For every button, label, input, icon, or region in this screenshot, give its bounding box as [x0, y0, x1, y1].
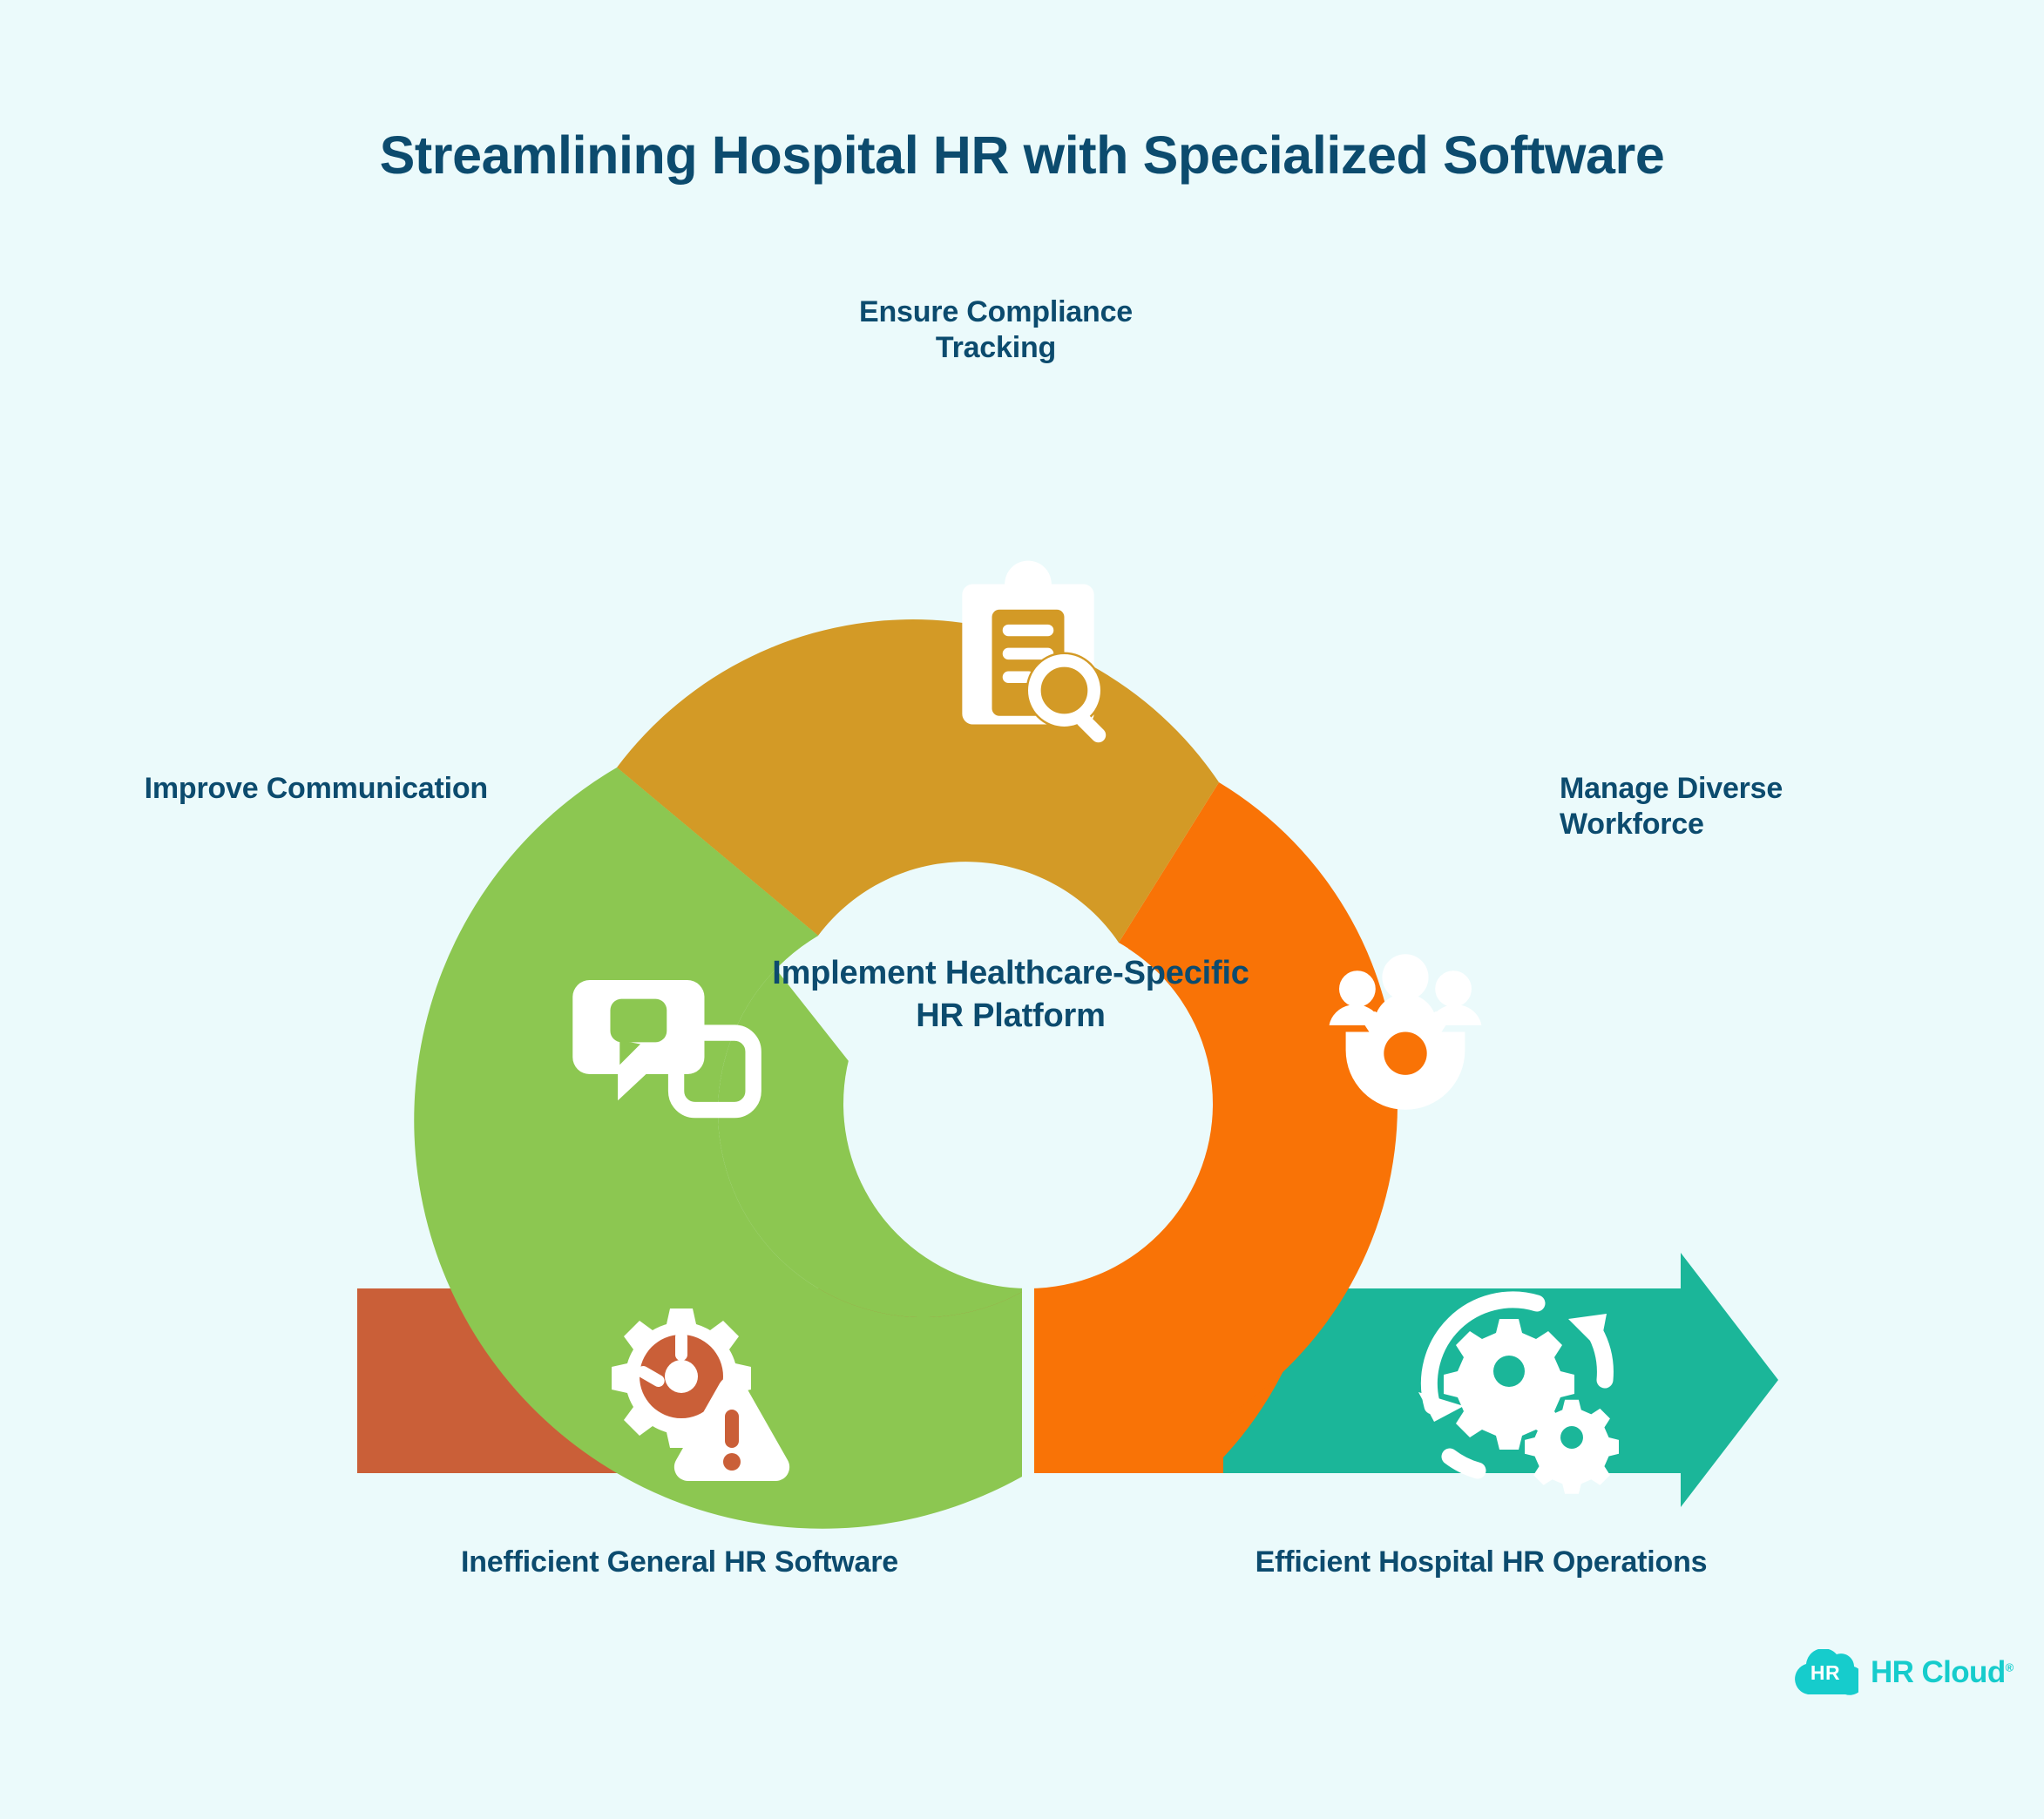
hr-cloud-wordmark: HR Cloud®	[1871, 1655, 2014, 1690]
hr-cloud-logo-icon: HR	[1790, 1648, 1865, 1696]
donut-hole	[843, 919, 1213, 1288]
block-divider	[1022, 1282, 1034, 1479]
donut-center-label: Implement Healthcare-Specific HR Platfor…	[772, 955, 1249, 1034]
hr-cloud-logo[interactable]: HR HR Cloud®	[1790, 1646, 2014, 1700]
hr-cloud-mark-text: HR	[1810, 1660, 1841, 1684]
flow-label-inefficient: Inefficient General HR Software	[460, 1545, 899, 1579]
segment-label-communication: Improve Communication	[144, 772, 489, 805]
segment-label-compliance: Ensure Compliance Tracking	[858, 295, 1134, 365]
page-title: Streamlining Hospital HR with Specialize…	[379, 125, 1665, 185]
clipboard-search-icon	[962, 561, 1108, 746]
donut-segment-workforce	[1028, 782, 1398, 1473]
flow-label-efficient: Efficient Hospital HR Operations	[1255, 1545, 1708, 1579]
registered-mark: ®	[2005, 1660, 2014, 1674]
hr-cloud-wordmark-text: HR Cloud	[1871, 1655, 2006, 1689]
segment-label-workforce: Manage Diverse Workforce	[1560, 772, 1783, 842]
